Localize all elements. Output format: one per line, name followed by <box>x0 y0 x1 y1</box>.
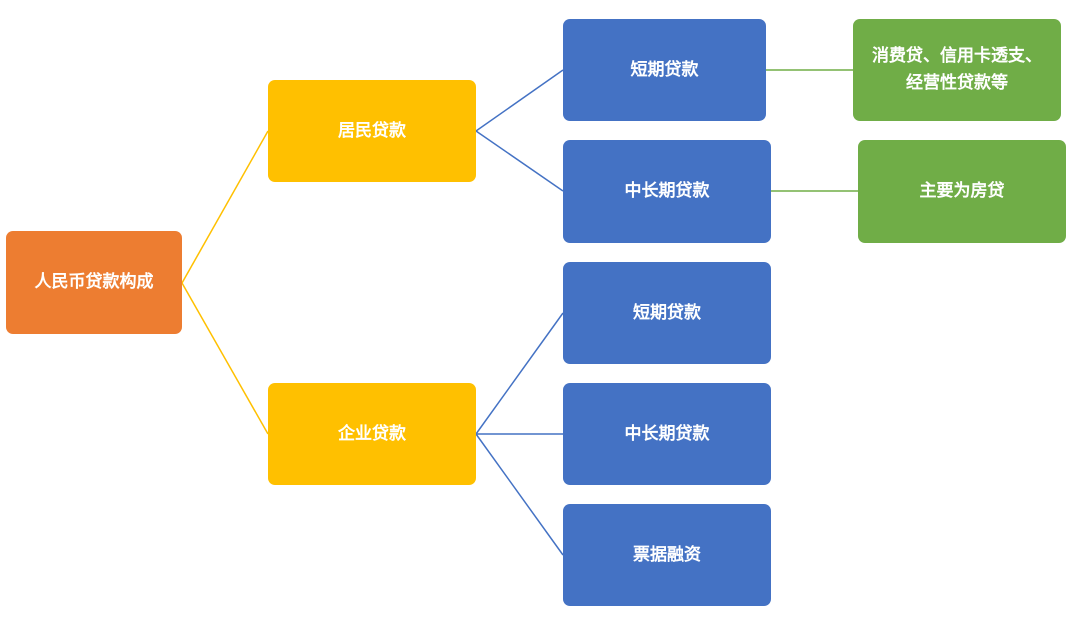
node-note-long-term-details: 主要为房贷 <box>858 140 1066 243</box>
connector-root-enterprise <box>181 282 269 435</box>
connector-enterprise-bill <box>475 433 564 556</box>
node-resident-loans: 居民贷款 <box>268 80 476 182</box>
node-rmb-loan-composition: 人民币贷款构成 <box>6 231 182 334</box>
node-enterprise-bill-financing: 票据融资 <box>563 504 771 606</box>
node-enterprise-long-term: 中长期贷款 <box>563 383 771 485</box>
node-note-short-term-details: 消费贷、信用卡透支、 经营性贷款等 <box>853 19 1061 121</box>
node-resident-long-term: 中长期贷款 <box>563 140 771 243</box>
node-enterprise-loans: 企业贷款 <box>268 383 476 485</box>
node-resident-short-term: 短期贷款 <box>563 19 766 121</box>
connector-resident-short <box>475 69 564 132</box>
connector-root-resident <box>181 130 269 284</box>
connector-resident-long <box>475 130 564 192</box>
node-enterprise-short-term: 短期贷款 <box>563 262 771 364</box>
connector-enterprise-short <box>475 312 564 435</box>
